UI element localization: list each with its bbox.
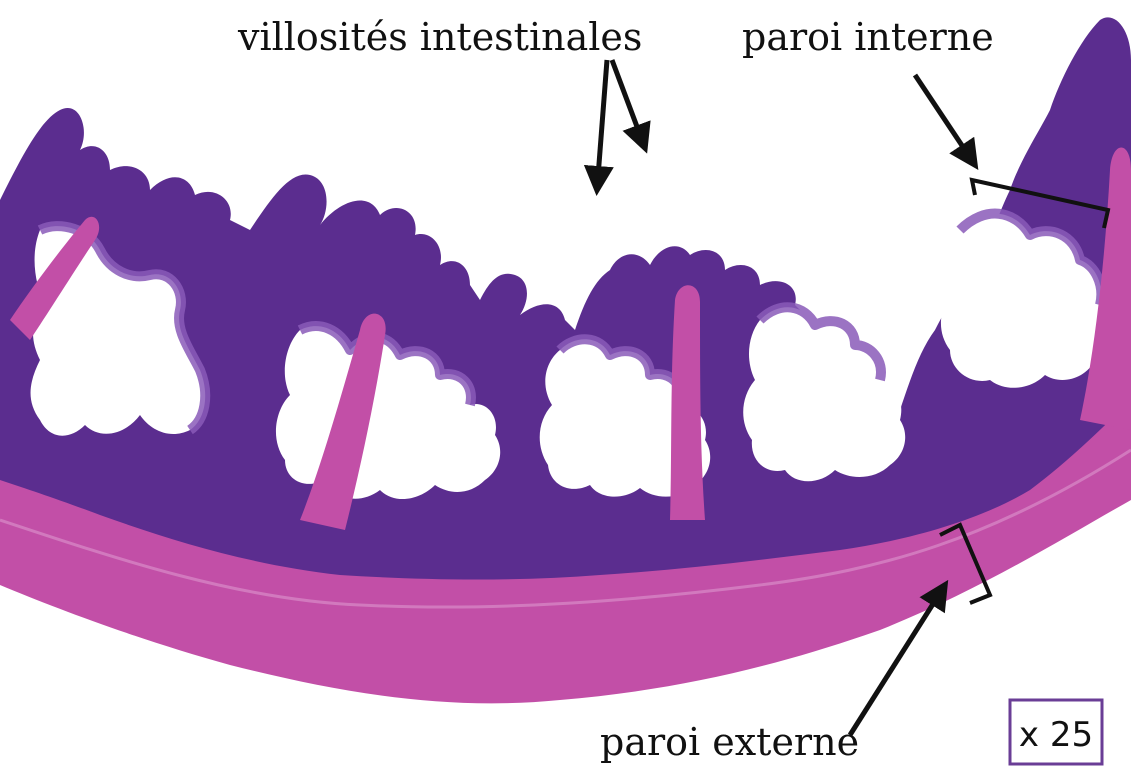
outer-wall-label: paroi externe: [600, 720, 859, 764]
villi-arrow-left: [597, 60, 607, 190]
villi-arrow-right: [612, 60, 645, 148]
inner-wall-arrow: [915, 75, 975, 165]
villi-label: villosités intestinales: [237, 15, 642, 59]
magnification-label: x 25: [1019, 715, 1093, 755]
inner-wall-label: paroi interne: [742, 15, 994, 59]
